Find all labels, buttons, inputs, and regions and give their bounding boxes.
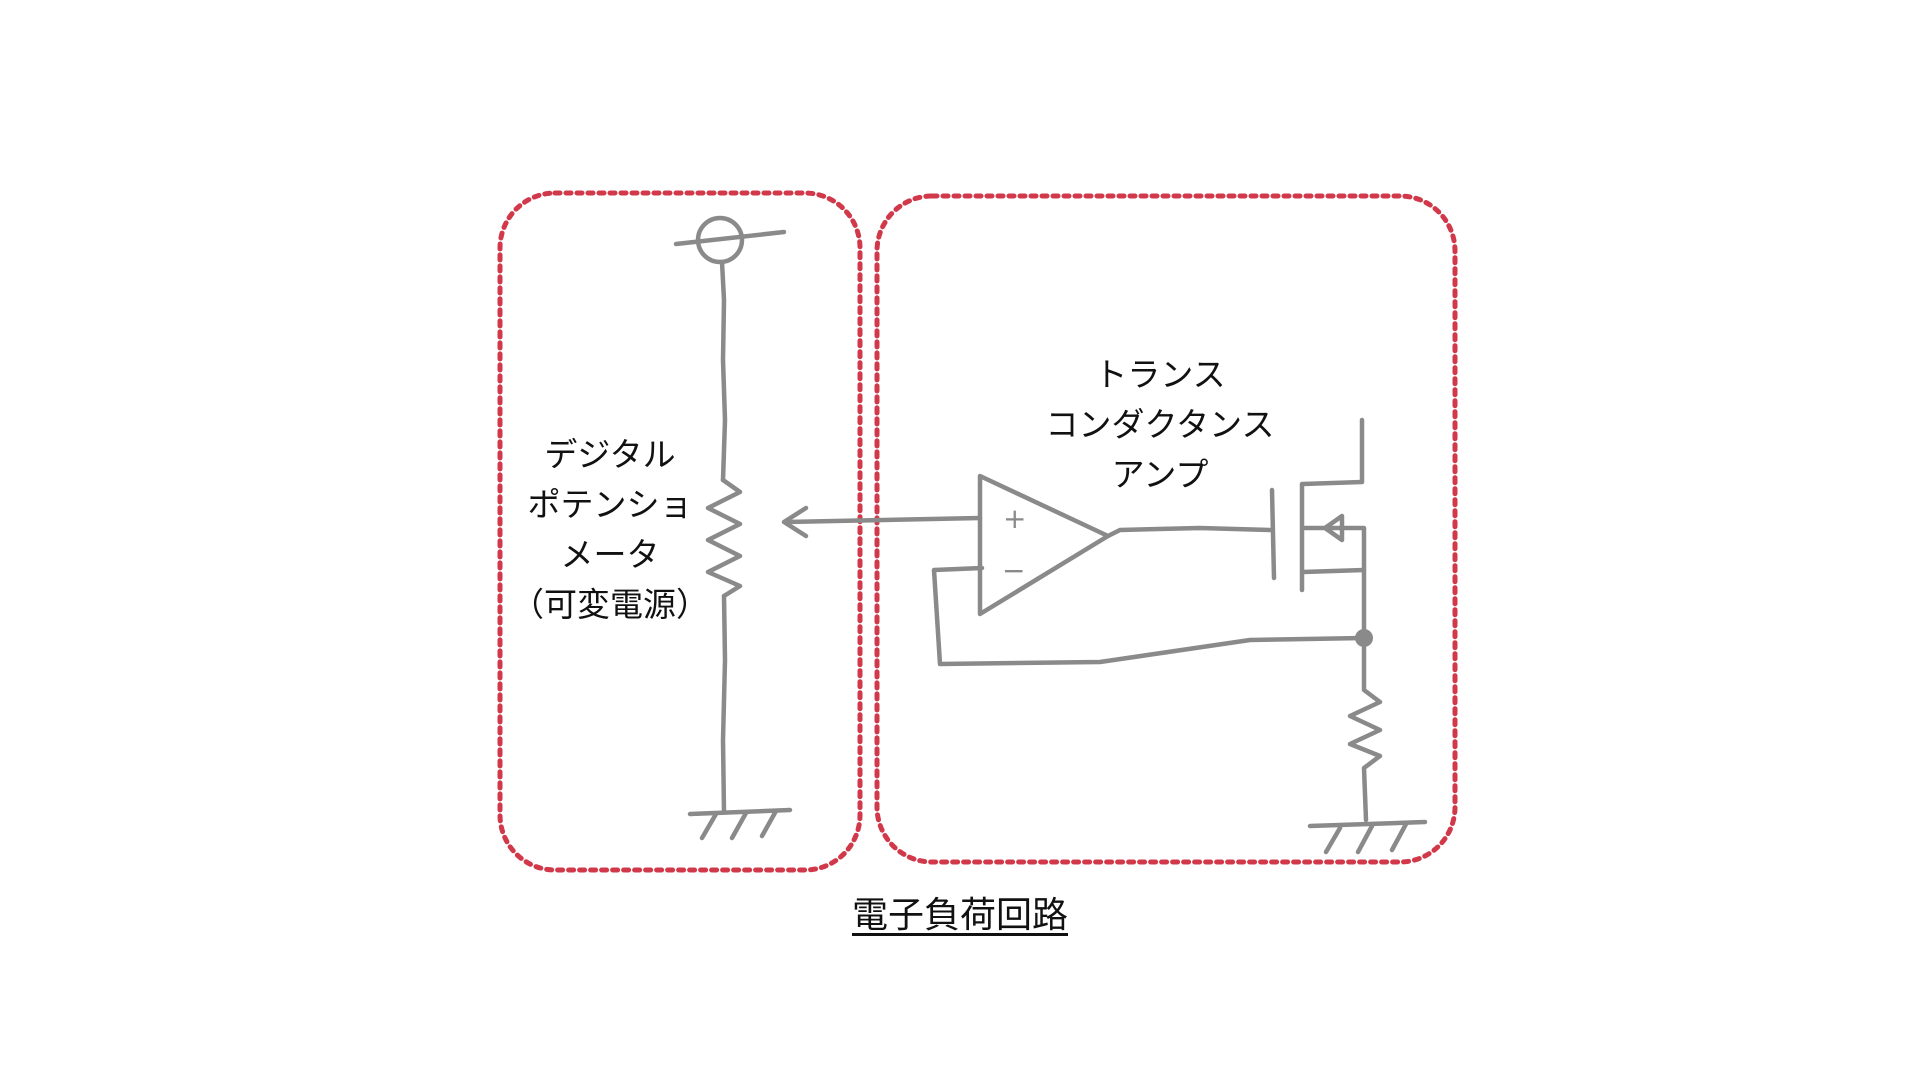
amplifier-group-box [874, 193, 1458, 865]
opamp-output-wire [1105, 525, 1273, 539]
amplifier-label: トランス コンダクタンス アンプ [1010, 350, 1310, 500]
potentiometer-group-box [497, 190, 863, 873]
amplifier-label-line: コンダクタンス [1045, 405, 1275, 444]
potentiometer-resistor-icon [705, 477, 743, 599]
wiper-wire [783, 515, 983, 525]
potentiometer-label-line: デジタル [544, 435, 676, 474]
opamp-icon [977, 473, 1111, 617]
potentiometer-wire-bottom [720, 593, 728, 815]
mosfet-gate-icon [1269, 487, 1277, 581]
ground-left-icon [699, 808, 779, 841]
diagram-caption: 電子負荷回路 [851, 895, 1068, 936]
opamp-minus-symbol: − [1002, 554, 1025, 587]
supply-terminal-bar [673, 229, 787, 247]
potentiometer-label-line: （可変電源） [511, 585, 709, 624]
ground-left-bar [687, 807, 793, 817]
potentiometer-wire-top [719, 259, 728, 483]
amplifier-label-line: アンプ [1111, 455, 1209, 494]
ground-right-icon [1323, 821, 1409, 855]
feedback-wire [931, 565, 1367, 667]
potentiometer-label: デジタル ポテンショ メータ （可変電源） [500, 430, 720, 630]
amplifier-label-line: トランス [1094, 355, 1226, 394]
mosfet-drain-wire [1300, 417, 1365, 487]
wiper-arrow-icon [781, 505, 809, 539]
opamp-plus-symbol: + [1003, 502, 1026, 535]
potentiometer-label-line: ポテンショ [527, 485, 693, 524]
mosfet-source-wire [1300, 567, 1367, 639]
sense-resistor-icon [1347, 645, 1383, 823]
mosfet-arrow-icon [1322, 513, 1345, 543]
potentiometer-label-line: メータ [560, 535, 660, 574]
